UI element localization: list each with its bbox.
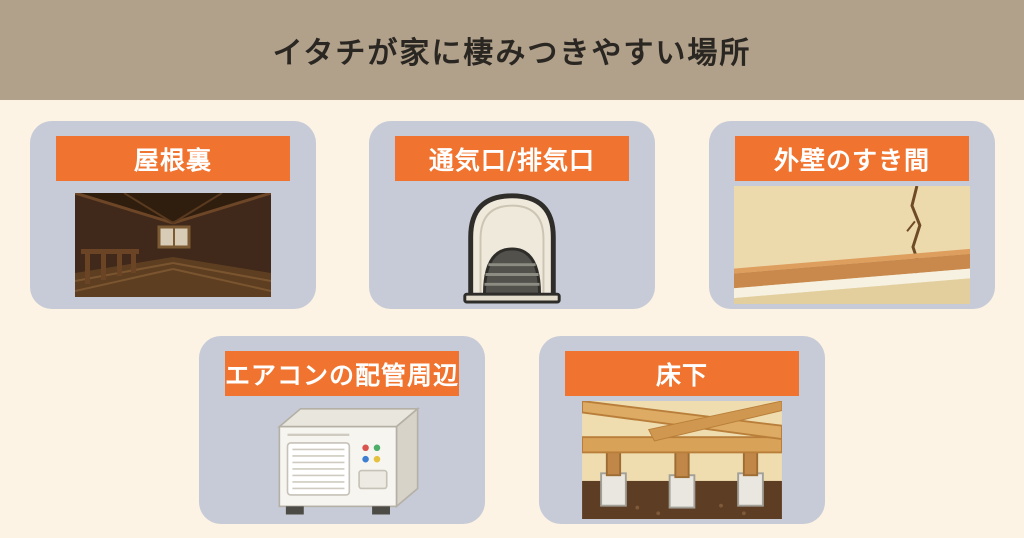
card-label-vent: 通気口/排気口 [395, 136, 629, 181]
vent-illustration [369, 181, 655, 309]
card-vent: 通気口/排気口 [369, 121, 655, 309]
card-under-floor: 床下 [539, 336, 825, 524]
air-conditioner-icon [277, 407, 420, 515]
under-floor-illustration [539, 396, 825, 524]
under-floor-icon [582, 401, 782, 519]
card-label-ac-piping: エアコンの配管周辺 [225, 351, 459, 396]
vent-cover-icon [463, 193, 561, 304]
card-attic: 屋根裏 [30, 121, 316, 309]
card-wall-gap: 外壁のすき間 [709, 121, 995, 309]
card-label-wall-gap: 外壁のすき間 [735, 136, 969, 181]
page-title: イタチが家に棲みつきやすい場所 [272, 36, 752, 71]
card-label-attic: 屋根裏 [56, 136, 290, 181]
card-ac-piping: エアコンの配管周辺 [199, 336, 485, 524]
wall-gap-illustration [709, 181, 995, 309]
header-banner: イタチが家に棲みつきやすい場所 [0, 0, 1024, 100]
card-label-under-floor: 床下 [565, 351, 799, 396]
attic-illustration [30, 181, 316, 309]
ac-unit-illustration [199, 396, 485, 524]
wall-crack-icon [734, 186, 970, 304]
attic-icon [75, 193, 271, 297]
